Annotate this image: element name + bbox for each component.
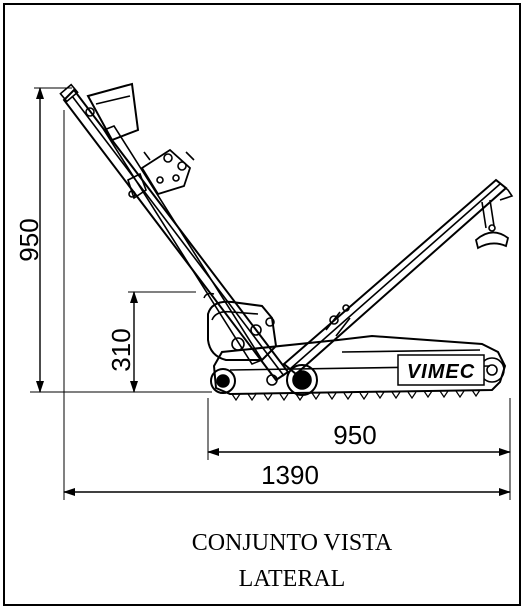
dimension-overall-height: 950 [14, 87, 212, 393]
track-teeth [231, 389, 481, 402]
caption-line-1: CONJUNTO VISTA [192, 530, 393, 556]
rear-handle-arm [282, 178, 514, 376]
upright-column [59, 82, 290, 382]
drawing-frame [3, 3, 521, 606]
dim-label-track-length: 950 [333, 420, 376, 450]
control-box [140, 148, 195, 196]
support-strut [102, 125, 264, 365]
dimension-track-length: 950 [207, 398, 511, 500]
dim-label-overall-length: 1390 [261, 460, 319, 490]
vimec-logo: VIMEC [397, 354, 485, 386]
svg-text:VIMEC: VIMEC [407, 361, 475, 383]
dimension-overall-length: 1390 [63, 110, 511, 500]
caption-line-2: LATERAL [239, 566, 346, 592]
dim-label-platform-height: 310 [106, 328, 136, 371]
front-wheels [210, 364, 318, 396]
dim-label-overall-height: 950 [14, 218, 44, 261]
stair-climber-machine [59, 82, 514, 402]
dimension-platform-height: 310 [106, 291, 196, 393]
